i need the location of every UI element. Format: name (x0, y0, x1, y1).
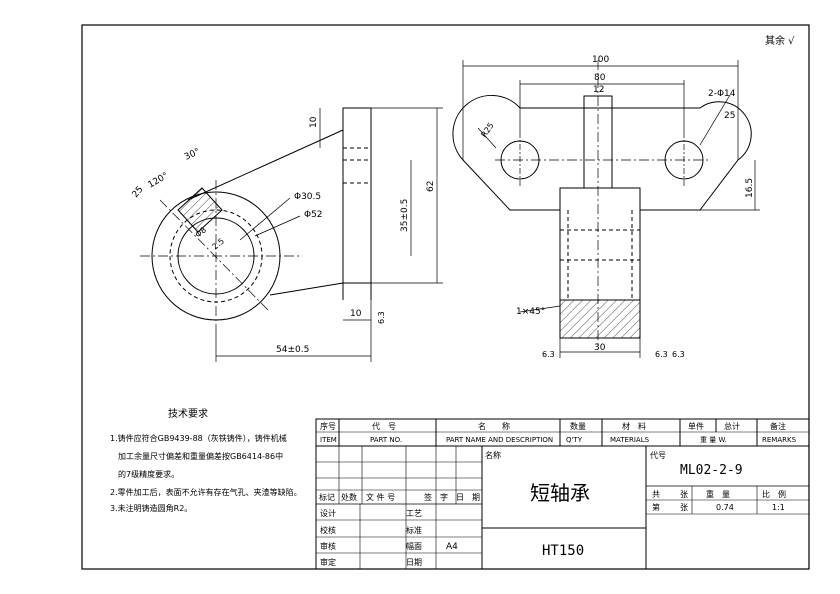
dim-top-thickness: 10 (309, 116, 319, 128)
tech-req-line-4: 2.零件加工后，表面不允许有存在气孔、夹渣等缺陷。 (110, 487, 302, 497)
right-view (452, 60, 760, 358)
dim-slot-width: 12 (593, 85, 604, 95)
hdr-total: 总计 (724, 421, 740, 431)
arm-bottom-line (269, 282, 344, 296)
hdr-qty: 数量 (570, 421, 586, 431)
roughness-right-1: 6.3 (542, 350, 555, 359)
rev-col-date: 日 期 (456, 493, 480, 502)
dim-base-thickness: 10 (350, 309, 362, 319)
dim-corner-radius: R25 (479, 121, 495, 139)
dim-overall-width: 100 (592, 55, 609, 65)
hdr-qty-en: Q'TY (566, 436, 583, 444)
stat-page: 第 (652, 502, 660, 512)
stat-sheets: 张 (680, 490, 688, 499)
tech-req-line-3: 的7级精度要求。 (118, 469, 179, 479)
hdr-remarks-en: REMARKS (762, 436, 797, 444)
arm-top-line (187, 129, 344, 201)
hdr-code-en: PART NO. (370, 436, 402, 444)
keyway-section (177, 187, 223, 233)
dim-outer-dia: Φ52 (304, 210, 323, 220)
tech-req-line-1: 1.铸件应符合GB9439-88（灰铁铸件），铸件机械 (110, 433, 287, 443)
drawing-number: ML02-2-9 (680, 463, 743, 478)
hdr-remarks: 备注 (770, 421, 786, 431)
label-date: 日期 (406, 558, 422, 567)
center-line-diag (159, 199, 271, 313)
roughness-right-3: 6.3 (672, 350, 685, 359)
rev-col-file: 文 件 号 (366, 492, 395, 502)
dim-holes: 2-Φ14 (708, 89, 736, 99)
left-view (140, 107, 443, 362)
label-process: 工艺 (406, 509, 422, 518)
dim-bore-height: 35±0.5 (400, 199, 410, 232)
tech-req-line-5: 3.未注明铸造圆角R2。 (110, 503, 192, 513)
leader-305 (239, 197, 291, 241)
hdr-name: 名 称 (478, 421, 510, 431)
leader-r25 (477, 127, 497, 149)
hdr-material: 材 料 (622, 421, 646, 431)
dim-r-small: 2.5 (211, 236, 227, 251)
leader-52 (254, 215, 301, 237)
stat-weight: 重 量 (706, 489, 730, 499)
dim-reach: 54±0.5 (276, 345, 309, 355)
label-format: 幅面 (406, 541, 422, 551)
boss-section (559, 299, 641, 339)
stat-scale: 比 例 (762, 489, 786, 499)
hdr-seq: 序号 (320, 421, 336, 431)
roughness-left: 6.3 (377, 311, 386, 324)
rev-col-mark: 标记 (319, 492, 335, 502)
stat-total: 共 (652, 490, 660, 499)
label-design: 设计 (320, 508, 336, 518)
dim-chamfer: 1×45° (516, 307, 545, 317)
hdr-seq-en: ITEM (320, 436, 337, 444)
dim-boss-width: 30 (594, 343, 606, 353)
hdr-name-en: PART NAME AND DESCRIPTION (446, 436, 553, 444)
dim-arc-angle: 120° (147, 171, 171, 191)
hdr-weight: 重 量 W. (700, 436, 727, 444)
dim-plate-height: 16.5 (745, 178, 755, 198)
dim-overall-height: 62 (426, 181, 436, 192)
leader-hole (699, 94, 731, 146)
hdr-material-en: MATERIALS (610, 436, 650, 444)
label-check: 校核 (320, 525, 336, 535)
rev-col-sign: 签 字 (424, 492, 448, 502)
label-standard: 标准 (406, 525, 422, 535)
leader-chamfer (519, 305, 561, 313)
roughness-right-2: 6.3 (655, 350, 668, 359)
roughness-note: 其余 √ (765, 34, 795, 47)
tech-req-title: 技术要求 (168, 407, 208, 420)
label-review: 审核 (320, 541, 336, 551)
stat-scale-val: 1:1 (772, 503, 785, 512)
name-label: 名称 (485, 450, 501, 460)
dim-hole-span: 80 (594, 73, 606, 83)
plate-outline (452, 94, 752, 211)
part-name: 短轴承 (530, 481, 590, 505)
dim-bore-outer: Φ30.5 (294, 192, 321, 202)
hdr-code: 代 号 (372, 421, 396, 431)
sheet-size: A4 (446, 542, 458, 552)
dim-edge-radius: 25 (724, 111, 735, 121)
hdr-unit: 单件 (688, 421, 704, 431)
side-plate (342, 107, 372, 284)
code-label: 代号 (650, 450, 666, 460)
dim-angle: 30° (183, 147, 202, 163)
tech-req-line-2: 加工余量尺寸偏差和重量偏差按GB6414-86中 (118, 451, 283, 461)
stat-weight-val: 0.74 (716, 503, 734, 512)
part-material: HT150 (542, 543, 584, 559)
title-block-grid (315, 418, 810, 570)
label-approve: 审定 (320, 557, 336, 567)
rev-col-count: 处数 (341, 492, 357, 502)
stat-page-sheets: 张 (680, 503, 688, 512)
dim-keyway: 25 (131, 185, 146, 200)
